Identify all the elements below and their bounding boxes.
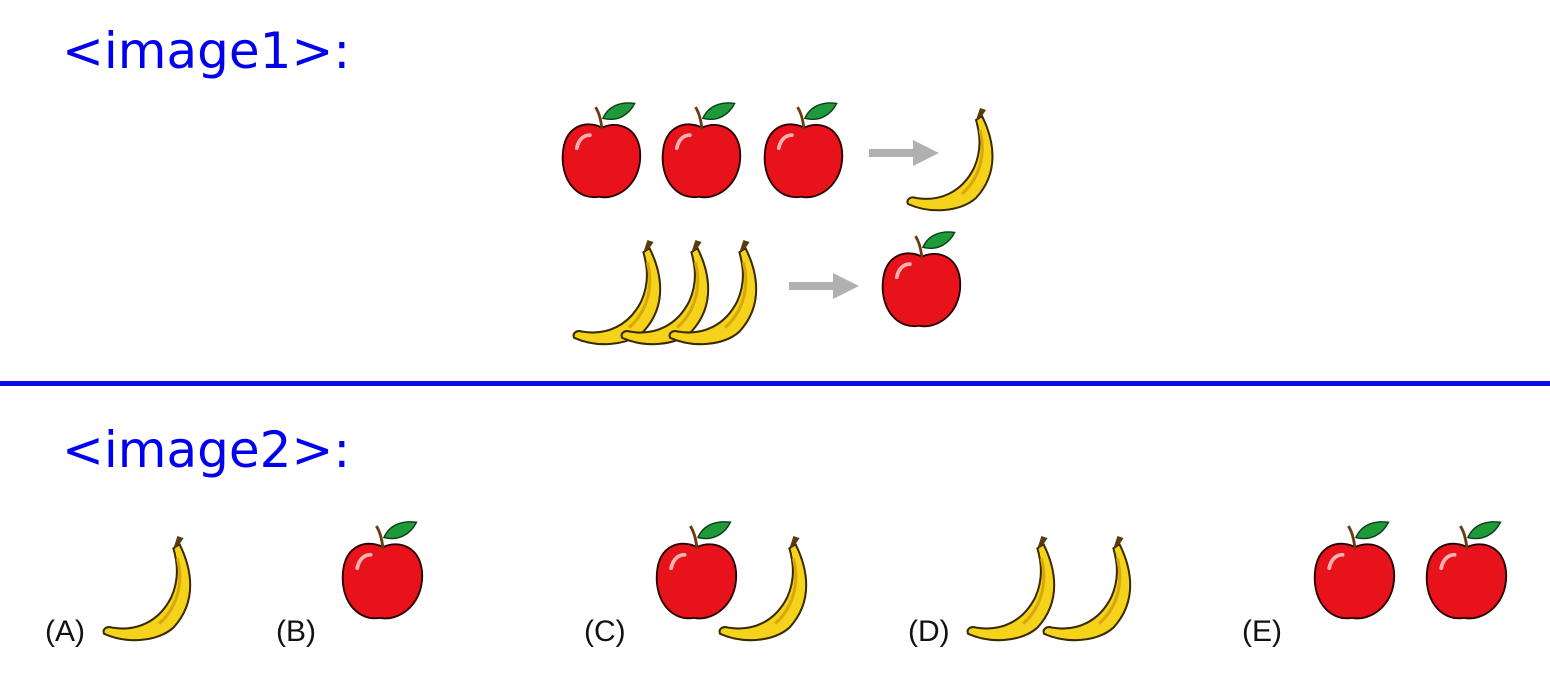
right-arrow-icon — [788, 273, 860, 299]
section-divider — [0, 381, 1550, 386]
option-a-label: (A) — [45, 615, 85, 648]
apple-icon — [660, 97, 744, 205]
banana-icon — [662, 238, 774, 350]
apple-icon — [880, 226, 964, 334]
option-c-label: (C) — [584, 615, 626, 648]
banana-icon — [96, 534, 208, 646]
banana-icon — [1036, 534, 1148, 646]
banana-icon — [712, 534, 824, 646]
apple-icon — [560, 97, 644, 205]
banana-icon — [900, 106, 1010, 216]
option-b-label: (B) — [276, 615, 316, 648]
apple-icon — [762, 97, 846, 205]
apple-icon — [1424, 516, 1510, 626]
apple-icon — [340, 516, 426, 626]
option-e-label: (E) — [1242, 615, 1282, 648]
image2-title: <image2>: — [62, 421, 351, 479]
option-d-label: (D) — [908, 615, 950, 648]
apple-icon — [1312, 516, 1398, 626]
image1-title: <image1>: — [62, 22, 351, 80]
